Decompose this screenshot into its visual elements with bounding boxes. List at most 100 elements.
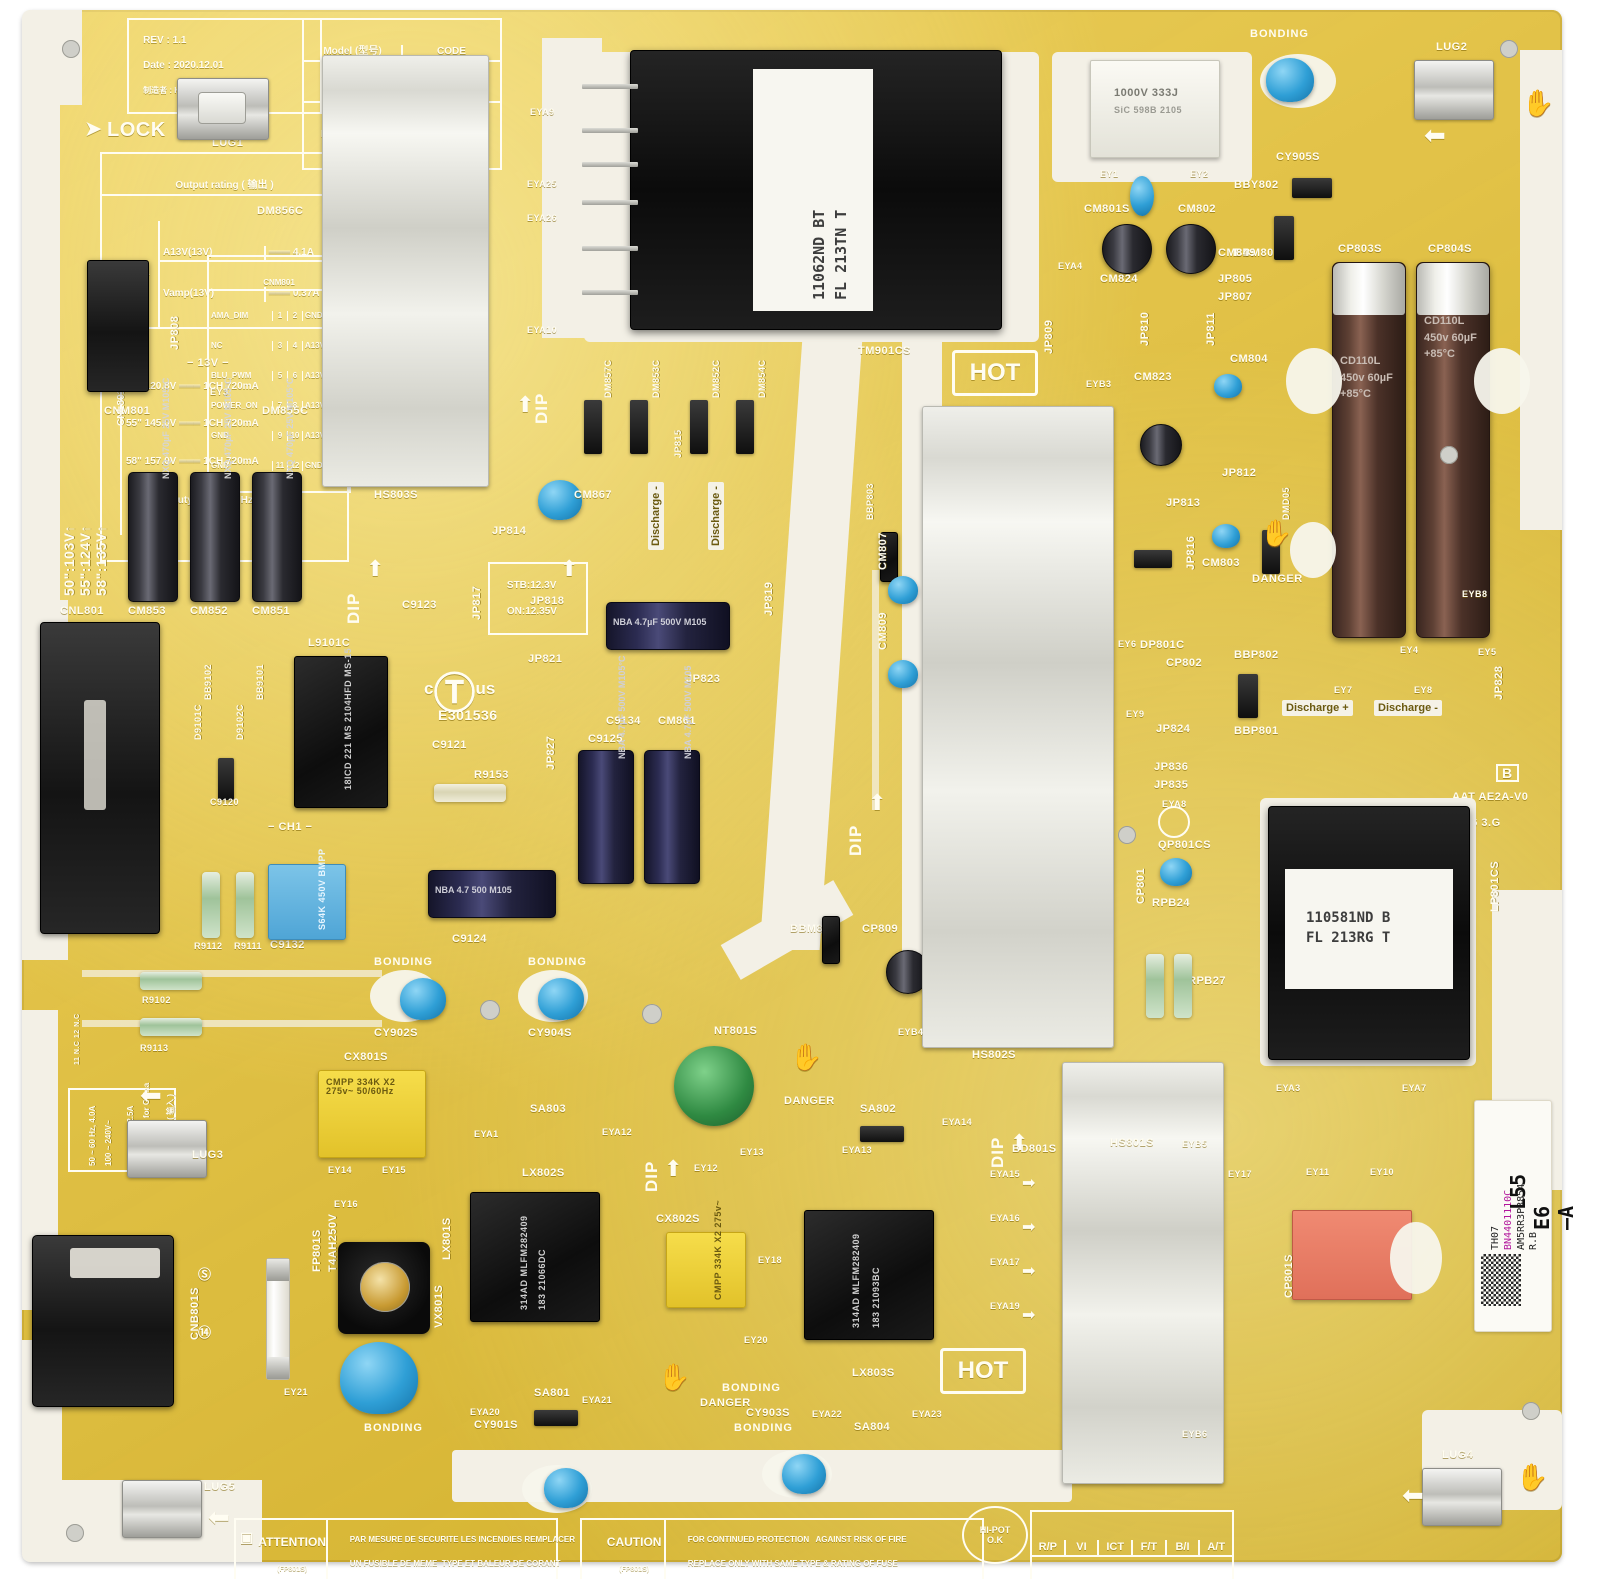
mask-left-edge xyxy=(22,105,60,665)
transformer-pin xyxy=(582,200,638,205)
rev-label: REV : 1.1 xyxy=(143,34,187,46)
glue xyxy=(1286,348,1342,414)
cap-cy902s xyxy=(400,978,446,1020)
designator-qp801cs: QP801CS xyxy=(1158,839,1212,851)
cap-cm861: NBA 4.7µF 500V M105 xyxy=(644,666,700,884)
pin-name: POWER_ON xyxy=(209,401,273,411)
part-bbm801 xyxy=(822,916,840,964)
diode-sa801 xyxy=(534,1410,578,1426)
designator-cy904s: CY904S xyxy=(528,1027,572,1039)
diode-right xyxy=(1134,550,1172,568)
pin-num: 6 xyxy=(288,371,303,381)
designator-bbm801: BBM801 xyxy=(790,923,837,935)
heatsink-hs801s xyxy=(1062,1062,1224,1484)
part-bbp803 xyxy=(880,532,898,582)
designator-cm849: CM849 xyxy=(1218,247,1256,259)
choke-core xyxy=(360,1262,410,1312)
pin-name: A13V xyxy=(304,431,325,440)
danger-hand-icon: ✋ xyxy=(790,1042,823,1072)
no-touch-hand-icon-tr: ✋ xyxy=(1522,88,1555,118)
stb-arrow-icon: ⬆ xyxy=(560,556,579,581)
designator-eya10: EYA10 xyxy=(527,325,558,335)
heatsink-hs803s xyxy=(322,55,489,487)
sticker-big1: L55 xyxy=(1506,1173,1530,1210)
heatsink-hs802s xyxy=(922,406,1114,1048)
designator-hs802s: HS802S xyxy=(972,1049,1016,1061)
out-row1-val: ═══ 0.37A xyxy=(268,288,320,299)
bonding-label-2: BONDING xyxy=(528,956,587,968)
fuse-fp801s xyxy=(266,1258,290,1380)
cap-c9132-text: S64K 450V BMPP xyxy=(317,848,327,930)
test-header-1: VI xyxy=(1066,1539,1100,1556)
transformer-pin xyxy=(582,128,638,133)
designator-lug4: LUG4 xyxy=(1442,1449,1474,1461)
test-header-4: B/I xyxy=(1167,1539,1201,1556)
ac-neutral-icon: Ⓢ xyxy=(198,1267,212,1282)
designator-d9101c: D9101C xyxy=(193,703,203,740)
screw-pad xyxy=(198,92,246,124)
diode-d9101c xyxy=(218,758,234,800)
designator-jp828: JP828 xyxy=(1493,665,1505,700)
inductor-l9101c-text: 18ICD 221 MS 2104HFD MS-15 xyxy=(343,647,353,790)
cap-cp803s: CD110L 450v 60µF +85°C xyxy=(1332,262,1406,638)
pin-arrow-icon: ➡ xyxy=(1022,1219,1036,1236)
dip-label-1: DIP xyxy=(532,392,551,424)
hipot-line2: O.K xyxy=(986,1535,1003,1545)
ul-us: us xyxy=(475,679,496,698)
pcb-board: REV : 1.1 Date : 2020.12.01 制造者 : Hansol… xyxy=(22,10,1578,1579)
designator-jp819: JP819 xyxy=(763,581,775,616)
designator-nt801s: NT801S xyxy=(714,1025,758,1037)
designator-sa802: SA802 xyxy=(860,1103,897,1115)
designator-ey11: EY11 xyxy=(1306,1167,1330,1177)
diode-dmd05 xyxy=(1262,530,1280,574)
lug2-terminal xyxy=(1414,60,1494,120)
diode-dm857c xyxy=(584,400,602,454)
bonding-label-4: BONDING xyxy=(722,1382,781,1394)
warning-right-box: CAUTION (FP801S) FOR CONTINUED PROTECTIO… xyxy=(580,1518,984,1579)
designator-jp811: JP811 xyxy=(1205,312,1217,346)
diode-bbp802 xyxy=(1238,674,1258,718)
dip-arrow-icon: ⬆ xyxy=(1010,1130,1029,1155)
designator-ey2: EY2 xyxy=(1190,169,1209,179)
pin-arrow-icon: ➡ xyxy=(1022,1307,1036,1324)
designator-lx802s: LX802S xyxy=(522,1167,565,1179)
designator-ey10: EY10 xyxy=(1370,1167,1395,1177)
connector-slot xyxy=(84,700,106,810)
transformer-lp801cs xyxy=(1268,806,1470,1060)
designator-ey20: EY20 xyxy=(744,1335,769,1345)
left-pin-legend: 11 N.C 12 N.C xyxy=(74,1013,81,1065)
lug5-terminal xyxy=(122,1480,202,1538)
designator-c9124: C9124 xyxy=(452,933,487,945)
pin-num: 12 xyxy=(288,461,303,471)
designator-sa801: SA801 xyxy=(534,1387,571,1399)
glue xyxy=(1474,348,1530,414)
designator-hs803s: HS803S xyxy=(374,489,418,501)
designator-cm852: CM852 xyxy=(190,605,228,617)
designator-l9101c: L9101C xyxy=(308,637,351,649)
led-voltage-50: 50":103V↑ xyxy=(61,524,77,596)
cap-cm823 xyxy=(1140,424,1182,466)
cap-cm860: NBA 4.7µF 500V M105 xyxy=(606,602,730,650)
input-rating-line3: 50 ~ 60 Hz, 4.0A xyxy=(88,1105,97,1166)
stb-line1: STB:12.3V xyxy=(506,580,557,591)
designator-cm804: CM804 xyxy=(1230,353,1268,365)
danger-hand-icon-right: ✋ xyxy=(1260,518,1293,548)
discharge-label-4: Discharge - xyxy=(1374,700,1442,716)
mounting-hole xyxy=(480,1000,500,1020)
cap-cm824 xyxy=(1102,224,1152,274)
transformer-lp801cs-text1: 110581ND B xyxy=(1306,910,1391,926)
cap-text: NBA 4.7 500 M105 xyxy=(435,885,512,895)
designator-ey12: EY12 xyxy=(694,1163,719,1173)
designator-rpb27: RPB27 xyxy=(1188,975,1226,987)
designator-ey5: EY5 xyxy=(1478,647,1497,657)
designator-lug1: LUG1 xyxy=(212,137,244,149)
inductor-lx802s xyxy=(470,1192,600,1322)
designator-lug5: LUG5 xyxy=(204,1481,236,1493)
designator-ey18: EY18 xyxy=(758,1255,783,1265)
cap-vx801s xyxy=(340,1342,418,1414)
transformer-pin xyxy=(582,290,638,295)
cap-c9124: NBA 4.7 500 M105 xyxy=(428,870,556,918)
cap-cx801s xyxy=(318,1070,426,1158)
code-col-header: CODE xyxy=(437,46,466,57)
designator-c9125: C9125 xyxy=(588,733,623,745)
